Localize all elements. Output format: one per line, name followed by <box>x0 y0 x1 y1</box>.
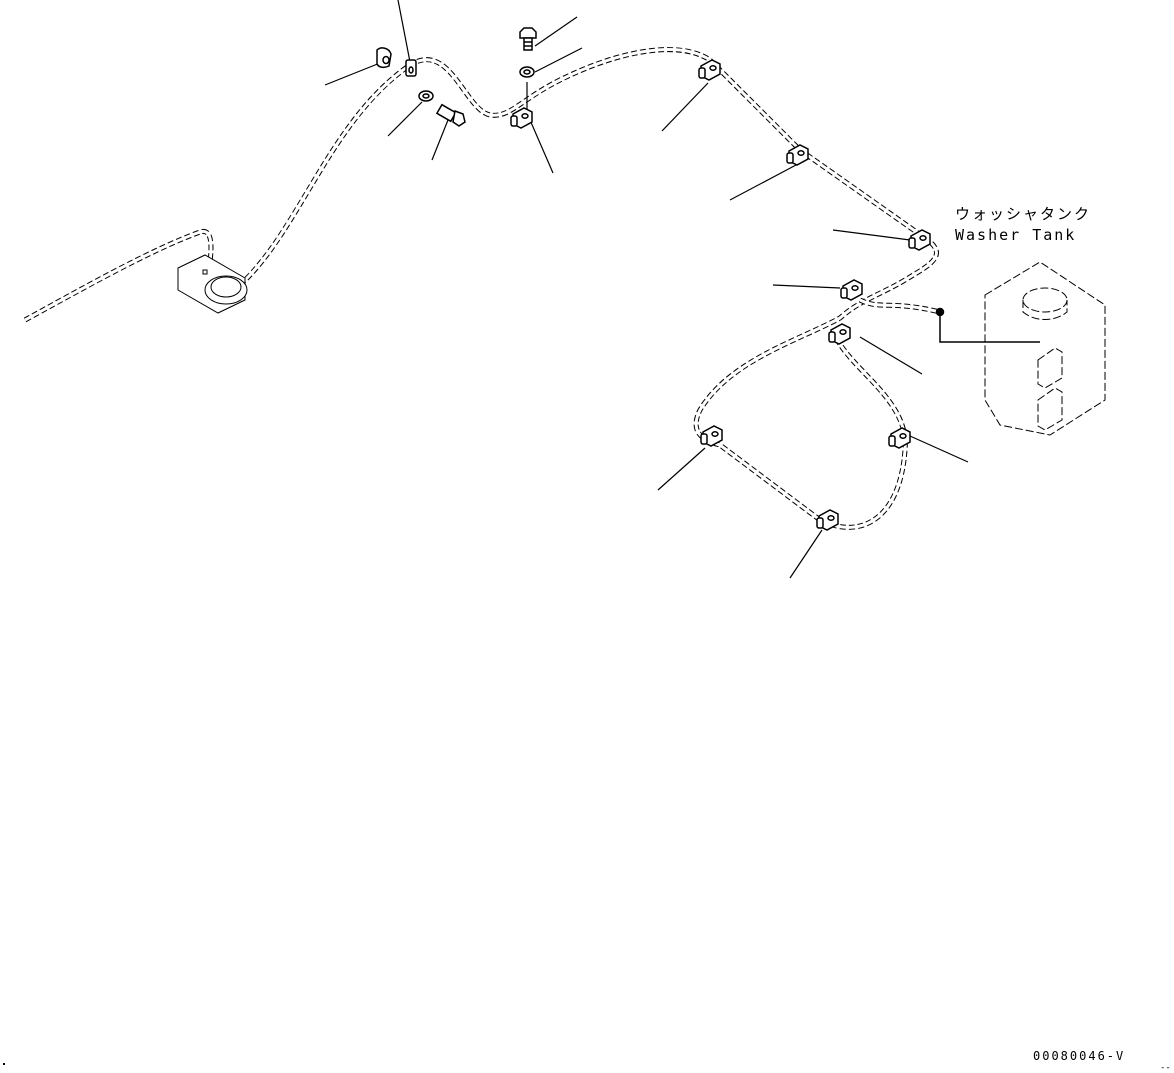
hose-segment <box>24 229 213 322</box>
clamp-icon <box>828 323 851 345</box>
leader-line <box>397 0 411 63</box>
clip-icon <box>405 59 417 77</box>
clamp-icon <box>698 59 721 81</box>
leader-line <box>324 62 381 86</box>
hose-end-fitting-icon <box>935 307 945 317</box>
clamp-icon <box>816 509 839 531</box>
washer-tank-label-jp: ウォッシャタンク <box>955 205 1092 223</box>
washer-tank <box>984 261 1106 436</box>
leader-line <box>729 164 797 201</box>
dot-mark <box>3 1063 5 1065</box>
clamp-icon <box>888 427 911 449</box>
bolt-long-icon <box>435 103 466 127</box>
washer-icon <box>418 90 434 102</box>
hose-segment <box>238 48 938 529</box>
leader-line <box>431 114 451 161</box>
washer-hoses <box>23 47 941 530</box>
washer-tank-label-en: Washer Tank <box>955 226 1077 244</box>
clamp-icon <box>908 229 931 251</box>
tank-connector-line <box>939 312 1040 343</box>
parts-group <box>376 27 945 531</box>
leader-line <box>387 101 423 137</box>
clamp-icon <box>700 425 723 447</box>
leader-line <box>534 47 583 73</box>
clamp-icon <box>786 144 809 166</box>
hose-segment <box>238 47 939 530</box>
drawing-id: 00080046-V <box>1033 1049 1126 1063</box>
leader-line <box>832 229 911 241</box>
leader-line <box>529 119 554 174</box>
leader-lines <box>324 0 969 579</box>
hose-nipple-icon <box>376 47 392 69</box>
leader-line <box>789 529 823 579</box>
corner-mark: -- <box>1160 1063 1171 1073</box>
hose-segment <box>859 298 941 314</box>
leader-line <box>657 447 706 491</box>
washer-icon <box>519 66 535 78</box>
leader-line <box>772 284 841 289</box>
leader-line <box>909 435 969 463</box>
leader-line <box>859 336 923 375</box>
bolt-short-icon <box>519 27 537 51</box>
leader-line <box>534 16 578 47</box>
clamp-icon <box>510 107 533 129</box>
leader-line <box>661 82 709 132</box>
clamp-icon <box>840 279 863 301</box>
washer-nozzle-base <box>177 254 248 314</box>
